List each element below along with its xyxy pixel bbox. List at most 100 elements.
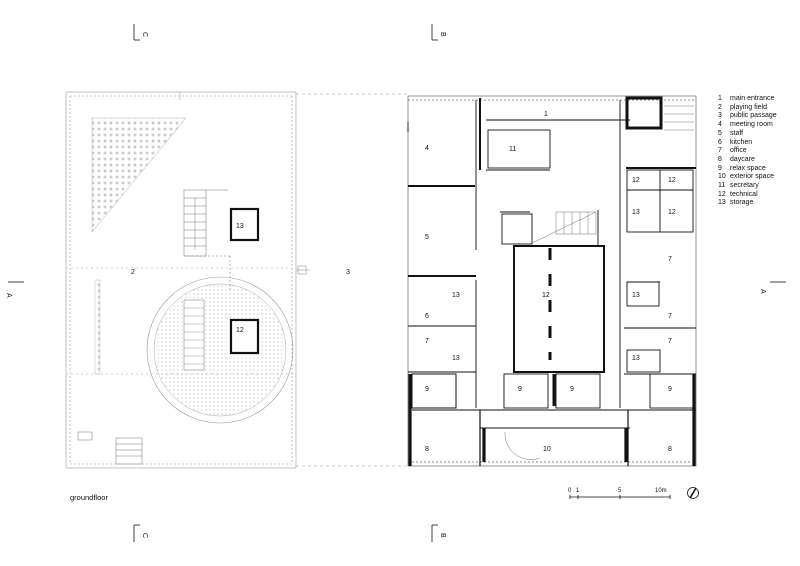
room-label-storage-left: 13 [236,223,244,230]
scale-tick-5: 5 [618,488,622,494]
room-label-relax-b: 9 [518,386,522,393]
legend-number: 9 [718,164,722,172]
legend-number: 7 [718,147,722,155]
legend-number: 12 [718,190,726,198]
section-mark-c-bottom: C [133,524,148,542]
legend-item: 12 technical [718,191,777,200]
room-label-office-a: 7 [425,338,429,345]
section-mark-c-top: C [133,24,148,41]
room-label-relax-d: 9 [668,386,672,393]
north-arrow-icon [687,487,699,499]
legend-item: 7 office [718,147,777,156]
stair-upper [183,189,231,290]
room-label-main-entrance: 1 [544,111,548,118]
room-label-playing-field: 2 [131,269,135,276]
scale-tick-0: 0 [568,488,572,494]
dotted-strip [94,279,101,375]
section-mark-a-left: A [5,281,24,298]
legend-item: 2 playing field [718,104,777,113]
public-passage-area [296,93,408,467]
room-label-kitchen: 6 [425,313,429,320]
legend-item: 13 storage [718,199,777,208]
room-label-storage-c: 13 [452,355,460,362]
legend-label: technical [730,190,758,198]
room-label-meeting-room: 4 [425,145,429,152]
scale-tick-10: 10m [655,488,667,494]
stair-central [529,211,597,245]
section-label-b-top: B [439,32,446,37]
legend-label: office [730,147,747,155]
section-mark-b-bottom: B [431,524,446,542]
room-label-staff: 5 [425,234,429,241]
section-label-a-right: A [759,289,766,294]
legend-number: 11 [718,182,726,190]
room-label-technical-b: 12 [632,177,640,184]
legend-label: exterior space [730,173,774,181]
section-label-c-bottom: C [141,533,148,538]
building-walls [407,96,696,466]
legend-label: daycare [730,155,755,163]
room-label-storage-b: 13 [452,292,460,299]
legend-label: main entrance [730,95,775,102]
legend-label: secretary [730,182,759,190]
legend-number: 6 [718,138,722,146]
room-label-storage-d: 13 [632,209,640,216]
legend-number: 1 [718,95,722,102]
room-label-office-d: 7 [668,338,672,345]
room-legend: 1 main entrance 2 playing field 3 public pass… [718,95,777,208]
legend-label: kitchen [730,138,753,146]
legend-label: relax space [730,164,766,172]
room-label-secretary: 11 [509,146,516,153]
legend-item: 6 kitchen [718,139,777,148]
legend-number: 10 [718,173,726,181]
legend-number: 8 [718,155,722,163]
legend-item: 3 public passage [718,112,777,121]
scale-bar: 0 1 5 10m [568,488,671,499]
legend-item: 10 exterior space [718,173,777,182]
legend-number: 13 [718,199,726,207]
room-label-daycare-a: 8 [425,446,429,453]
legend-item: 9 relax space [718,165,777,174]
legend-number: 2 [718,103,722,111]
section-label-c-top: C [141,32,148,37]
room-label-daycare-b: 8 [668,446,672,453]
legend-number: 5 [718,129,722,137]
legend-label: staff [730,129,744,137]
stair-lower [77,431,143,465]
room-label-storage-f: 13 [632,355,640,362]
scale-tick-1: 1 [576,488,580,494]
legend-label: public passage [730,112,777,120]
exterior-arc [504,431,541,460]
stair-entrance [664,105,694,131]
storage-box-left [229,207,260,242]
legend-number: 4 [718,121,722,129]
legend-number: 3 [718,112,722,120]
legend-label: meeting room [730,121,773,129]
dotted-planting-triangle [91,117,187,233]
room-label-storage-e: 13 [632,292,640,299]
section-mark-a-right: A [759,281,786,294]
room-label-technical-left: 12 [236,327,244,334]
legend-label: playing field [730,103,767,111]
building-outline [407,95,697,467]
legend-item: 11 secretary [718,182,777,191]
legend-item: 8 daycare [718,156,777,165]
plan-caption: groundfloor [70,493,108,502]
room-label-public-passage: 3 [346,269,350,276]
room-label-office-c: 7 [668,313,672,320]
section-label-a-left: A [5,293,12,298]
legend-label: storage [730,199,754,207]
room-label-office-b: 7 [668,256,672,263]
section-mark-b-top: B [431,24,446,41]
legend-item: 1 main entrance [718,95,777,104]
room-label-exterior-space: 10 [543,446,551,453]
room-label-relax-a: 9 [425,386,429,393]
room-label-technical-hall: 12 [542,292,550,299]
room-label-technical-d: 12 [668,209,676,216]
circular-play-area [146,276,294,424]
technical-box-left [229,318,260,355]
section-label-b-bottom: B [439,533,446,538]
legend-item: 5 staff [718,130,777,139]
room-label-relax-c: 9 [570,386,574,393]
